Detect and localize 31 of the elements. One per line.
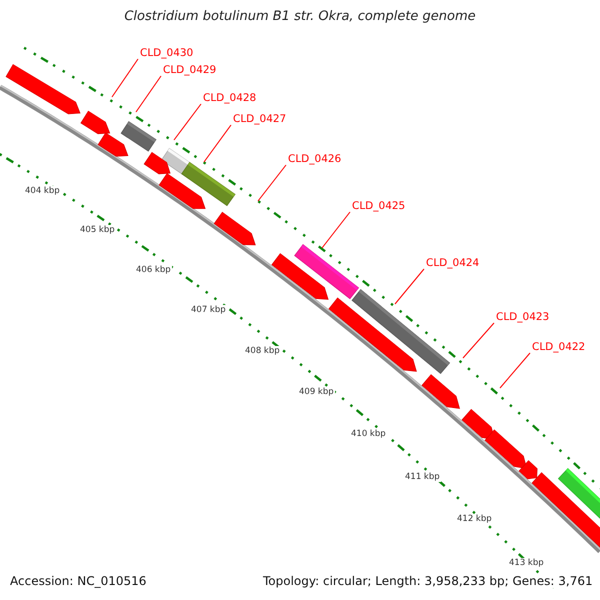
leader-line bbox=[500, 352, 530, 388]
position-label: 411 kbp bbox=[404, 472, 441, 482]
gene-label: CLD_0427 bbox=[233, 113, 286, 125]
position-label: 408 kbp bbox=[244, 346, 281, 356]
position-label: 412 kbp bbox=[456, 514, 493, 524]
gene-label: CLD_0428 bbox=[203, 92, 256, 104]
position-label: 405 kbp bbox=[79, 225, 116, 235]
leader-line bbox=[258, 164, 286, 202]
position-label: 407 kbp bbox=[190, 305, 227, 315]
leader-line bbox=[204, 124, 232, 162]
gene-label: CLD_0426 bbox=[288, 153, 342, 165]
position-label: 413 kbp bbox=[508, 558, 545, 568]
leader-line bbox=[462, 322, 494, 358]
gene-label: CLD_0423 bbox=[496, 311, 550, 323]
leader-line bbox=[136, 76, 162, 112]
leader-line bbox=[174, 104, 202, 140]
footer-text: Accession: NC_010516 bbox=[9, 574, 148, 588]
gene-label: CLD_0430 bbox=[140, 47, 194, 59]
leader-line bbox=[322, 212, 350, 248]
gene-label: CLD_0425 bbox=[352, 200, 406, 212]
footer-text: Topology: circular; Length: 3,958,233 bp; Genes: 3,761 bbox=[262, 574, 594, 588]
position-label: 410 kbp bbox=[350, 429, 387, 439]
chart-title: Clostridium botulinum B1 str. Okra, complete genome bbox=[123, 9, 477, 24]
position-label: 406 kbp bbox=[135, 265, 172, 275]
position-label: 409 kbp bbox=[298, 387, 335, 397]
gene-label: CLD_0429 bbox=[163, 64, 216, 76]
leader-line bbox=[394, 268, 424, 304]
leader-line bbox=[112, 58, 138, 98]
gene-label: CLD_0422 bbox=[532, 341, 586, 353]
gene-label: CLD_0424 bbox=[426, 257, 480, 269]
position-label: 404 kbp bbox=[24, 186, 61, 196]
